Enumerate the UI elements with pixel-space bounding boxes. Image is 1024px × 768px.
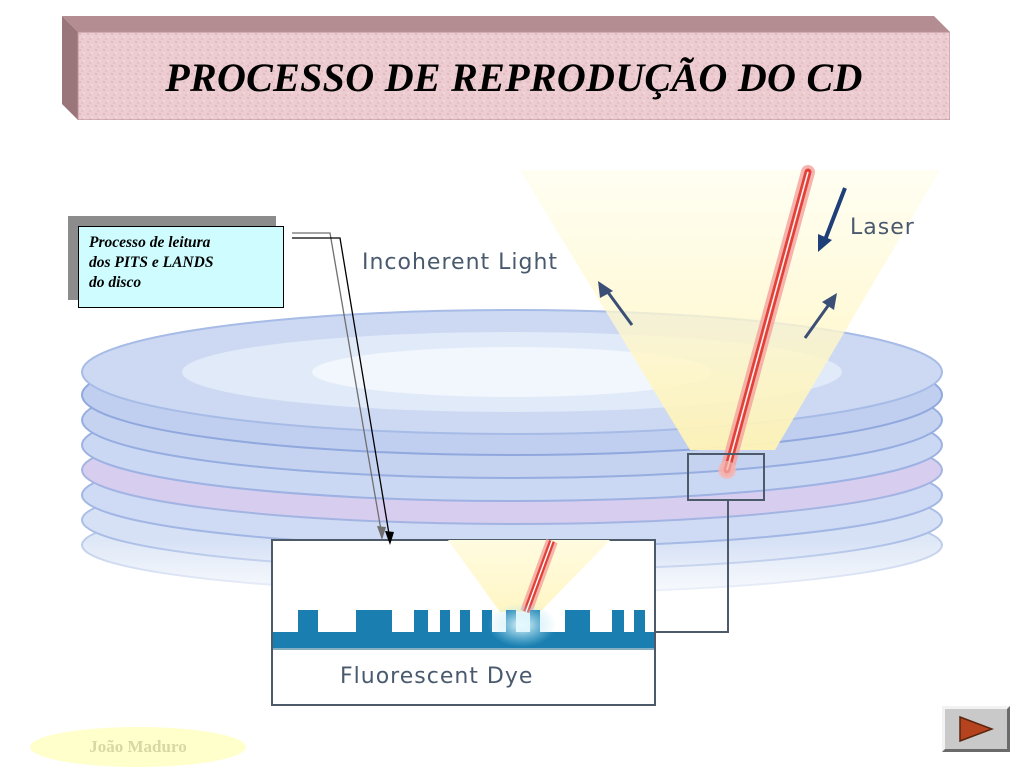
zoom-box: Fluorescent Dye [271, 538, 656, 706]
incoherent-light-arrow-icon [598, 281, 634, 326]
fluorescent-dye-label: Fluorescent Dye [340, 664, 533, 689]
focus-area-marker [687, 453, 765, 501]
play-triangle-icon [959, 715, 994, 743]
callout-line: Processo de leitura [89, 234, 211, 251]
callout-line: dos PITS e LANDS [89, 254, 214, 271]
zoom-connector [655, 500, 729, 633]
next-slide-button[interactable] [942, 706, 1010, 752]
author-bubble: João Maduro [30, 727, 246, 767]
laser-label: Laser [850, 215, 915, 240]
pits-and-lands-track [273, 610, 654, 648]
laser-arrow-icon [818, 187, 847, 252]
page-title: PROCESSO DE REPRODUÇÃO DO CD [165, 54, 863, 100]
callout-leader-lines [292, 232, 394, 545]
callout-box: Processo de leitura dos PITS e LANDS do … [78, 226, 284, 308]
reflected-arrow-icon [803, 293, 837, 339]
callout-line: do disco [89, 274, 142, 291]
laser-beam [720, 165, 815, 477]
incoherent-light-cone [520, 170, 940, 450]
title-plaque-bevel [62, 16, 950, 120]
title-plaque [62, 16, 950, 120]
incoherent-light-label: Incoherent Light [362, 250, 558, 275]
